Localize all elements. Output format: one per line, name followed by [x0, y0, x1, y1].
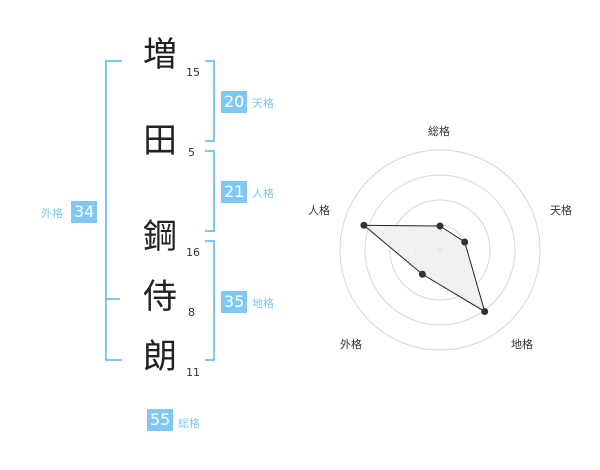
tenkaku-value-badge: 20 — [221, 91, 247, 113]
stroke-count-5: 11 — [186, 366, 200, 379]
axis-label-jinkaku: 人格 — [308, 204, 330, 217]
gaikaku-tick — [105, 298, 120, 300]
chikaku-bracket — [205, 240, 215, 361]
name-char-3: 鋼 — [143, 217, 177, 257]
name-char-2: 田 — [143, 121, 177, 161]
axis-label-gaikaku: 外格 — [340, 338, 362, 351]
radar-point-3 — [418, 270, 426, 278]
chikaku-value-badge: 35 — [221, 291, 247, 313]
radar-area — [362, 224, 486, 313]
stroke-count-3: 16 — [186, 246, 200, 259]
jinkaku-value-badge: 21 — [221, 181, 247, 203]
radar-point-4 — [360, 221, 368, 229]
gaikaku-bracket — [105, 60, 122, 361]
jinkaku-label: 人格 — [252, 187, 274, 200]
gaikaku-value-badge: 34 — [71, 201, 97, 223]
gaikaku-label: 外格 — [41, 207, 63, 220]
name-char-4: 侍 — [143, 277, 177, 317]
radar-ring — [364, 174, 516, 326]
radar-point-0 — [436, 222, 444, 230]
soukaku-label: 総格 — [178, 417, 200, 430]
tenkaku-label: 天格 — [252, 97, 274, 110]
radar-point-1 — [461, 238, 469, 246]
chikaku-label: 地格 — [252, 297, 274, 310]
stroke-count-4: 8 — [188, 306, 195, 319]
name-char-5: 朗 — [143, 337, 177, 377]
axis-label-soukaku: 総格 — [428, 125, 450, 138]
radar-point-2 — [481, 307, 489, 315]
radar-ring — [339, 149, 541, 351]
radar-ring — [389, 199, 491, 301]
jinkaku-bracket — [205, 150, 215, 232]
name-char-1: 増 — [143, 35, 177, 75]
axis-label-chikaku: 地格 — [511, 338, 533, 351]
stroke-count-2: 5 — [188, 146, 195, 159]
stroke-count-1: 15 — [186, 66, 200, 79]
tenkaku-bracket — [205, 60, 215, 142]
soukaku-value-badge: 55 — [147, 409, 173, 431]
axis-label-tenkaku: 天格 — [550, 204, 572, 217]
